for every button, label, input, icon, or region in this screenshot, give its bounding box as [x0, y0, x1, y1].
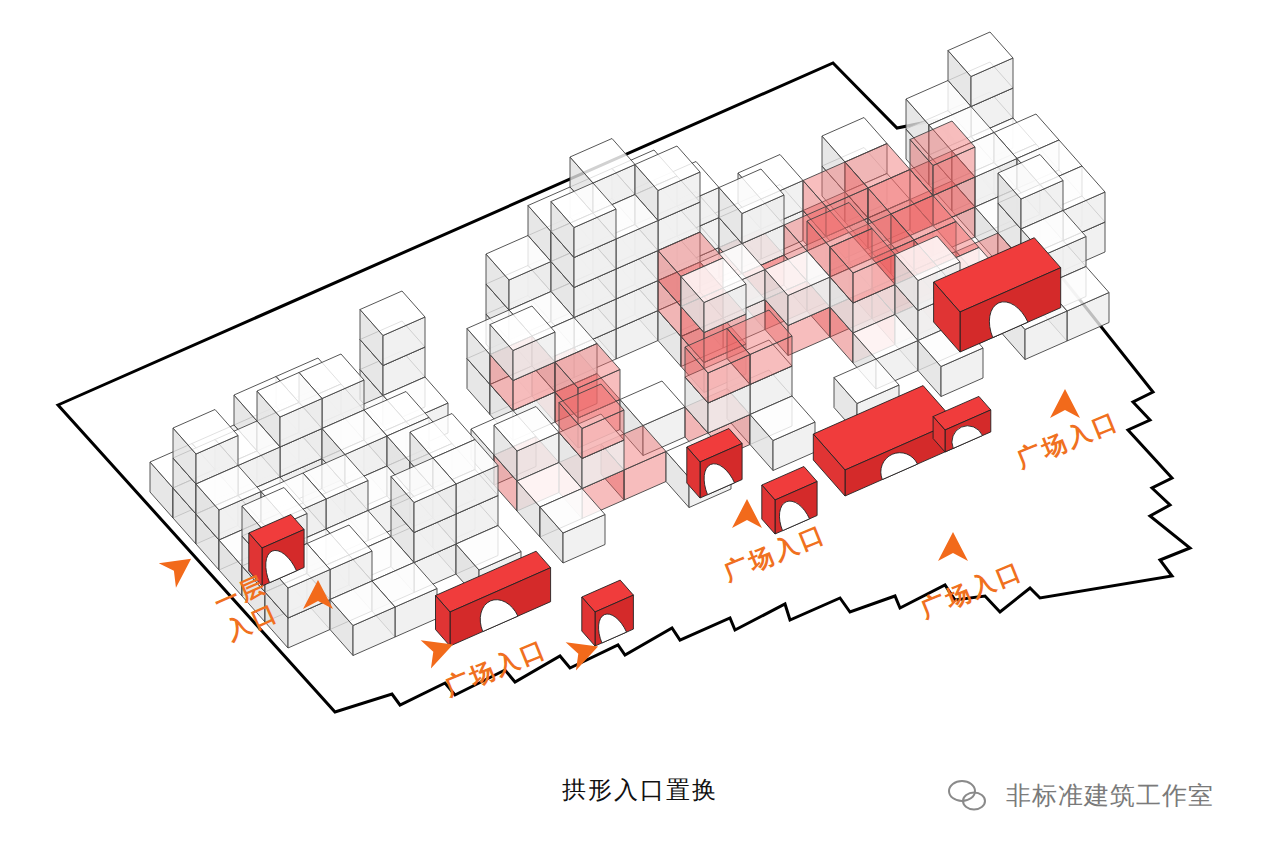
red-cube-face [910, 121, 975, 166]
grey-cube-face [853, 315, 918, 360]
grey-cube-face [948, 32, 1013, 77]
entry-arrowhead [303, 580, 333, 609]
grey-cube-face [540, 489, 605, 534]
grey-cube-face [322, 410, 387, 455]
arch-opening [881, 453, 918, 480]
entry-arrowhead [566, 632, 604, 670]
arch-front [595, 595, 633, 646]
grey-cube-face [551, 183, 616, 228]
arch-front [960, 268, 1061, 352]
red-cube-face [803, 162, 868, 207]
wechat-icon [949, 781, 985, 810]
arch-front [450, 568, 551, 646]
arch-side [934, 282, 960, 352]
arch-side [933, 417, 945, 453]
grey-cube-face [330, 581, 395, 626]
arch-side [813, 434, 845, 496]
grey-cube-face [719, 169, 784, 214]
grey-cube-face [257, 373, 322, 418]
grey-cube-face [750, 396, 815, 441]
entry-arrowhead [159, 547, 200, 588]
arch-entrances [249, 238, 1061, 646]
arch-opening [480, 600, 518, 632]
watermark: 非标准建筑工作室 [1006, 779, 1214, 812]
arch-side [582, 597, 595, 646]
grey-cube-face [360, 291, 425, 336]
red-cube-face [555, 344, 620, 389]
arch-side [436, 596, 451, 647]
grey-cube-face [173, 410, 238, 455]
red-cube-face [830, 229, 895, 274]
entry-arrowhead [421, 630, 459, 668]
grey-cube-face [391, 458, 456, 503]
red-cube-face [559, 384, 624, 429]
entry-arrowhead [938, 532, 968, 561]
entry-arrowhead [1050, 389, 1080, 418]
grey-cube-face [494, 407, 559, 452]
grey-cube-face [620, 381, 685, 426]
grey-cube-face [765, 251, 830, 296]
grey-cube-face [635, 146, 700, 191]
caption: 拱形入口置换 [562, 774, 718, 806]
red-cube-face [685, 329, 750, 374]
entry-arrowhead [732, 499, 762, 528]
grey-cube-face [834, 359, 899, 404]
grey-cube-face [486, 236, 551, 281]
arch-opening [952, 426, 983, 449]
entry-arrows [159, 389, 1080, 671]
arch-side [687, 447, 700, 498]
arch-front [945, 410, 991, 452]
grey-cube-face [895, 236, 960, 281]
grey-cube-face [490, 306, 555, 351]
grey-cube-face [998, 155, 1063, 200]
arch-front [700, 444, 742, 499]
grey-cube-face [570, 139, 635, 184]
arch-opening [989, 302, 1028, 338]
site-slab [58, 63, 1190, 712]
arch-opening [599, 614, 627, 643]
arch-side [762, 485, 775, 534]
massing-cubes [150, 32, 1109, 656]
grey-cube-face [681, 258, 746, 303]
arch-opening [704, 464, 734, 495]
